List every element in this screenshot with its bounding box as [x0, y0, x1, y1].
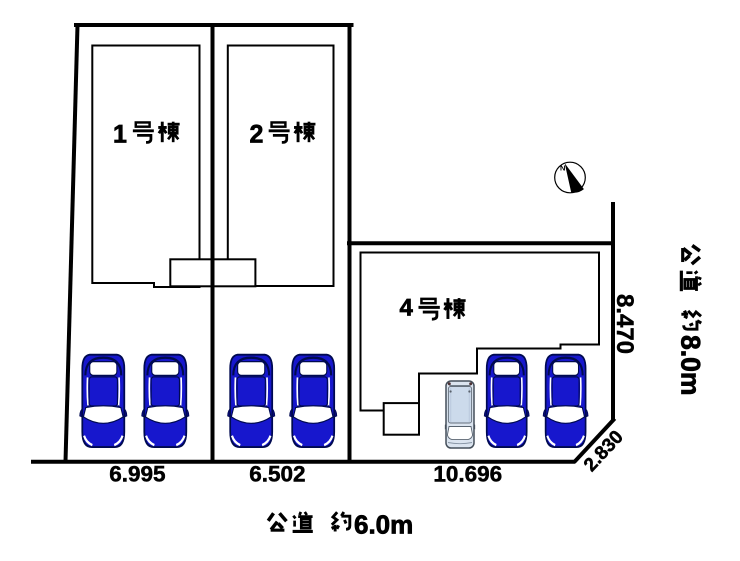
svg-text:2: 2 — [250, 120, 264, 148]
svg-text:2.830: 2.830 — [580, 427, 628, 476]
svg-text:6.0m: 6.0m — [354, 510, 413, 540]
svg-text:10.696: 10.696 — [433, 461, 502, 486]
svg-text:4: 4 — [400, 295, 414, 322]
svg-text:6.502: 6.502 — [249, 461, 305, 486]
svg-text:1: 1 — [113, 120, 127, 148]
svg-text:N: N — [560, 164, 565, 173]
svg-text:8.0m: 8.0m — [675, 335, 705, 395]
svg-text:8.470: 8.470 — [611, 294, 638, 354]
svg-text:6.995: 6.995 — [109, 461, 165, 486]
